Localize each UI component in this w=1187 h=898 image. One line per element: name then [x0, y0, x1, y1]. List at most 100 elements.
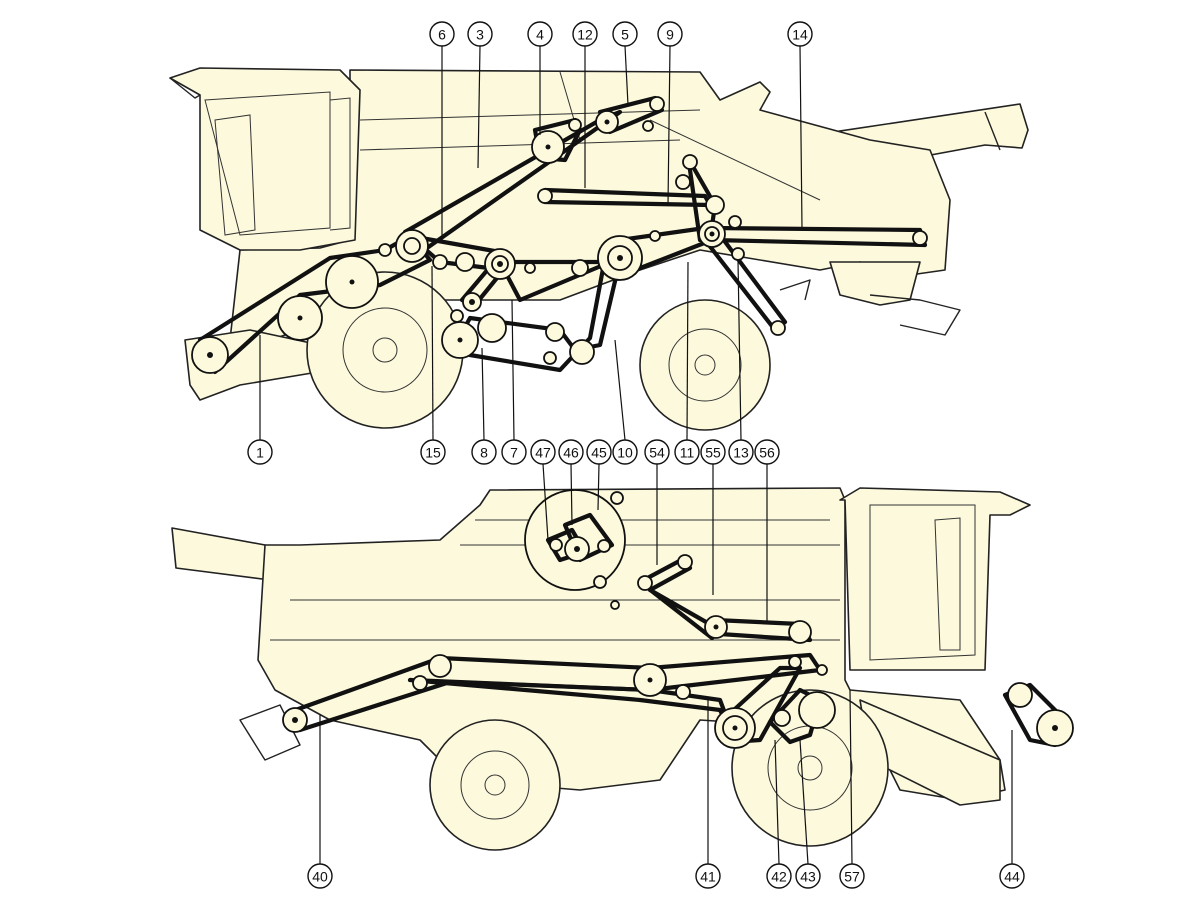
callout-number-13: 13	[733, 445, 749, 461]
callout-11: 11	[674, 261, 700, 465]
callout-circle-14	[787, 21, 813, 47]
callout-10: 10	[612, 339, 638, 465]
callout-number-43: 43	[800, 869, 816, 885]
rear-wheel-bottom	[429, 719, 561, 851]
callout-9: 9	[657, 21, 683, 206]
callout-number-55: 55	[705, 445, 721, 461]
callout-circle-12	[572, 21, 598, 47]
callout-12: 12	[572, 21, 598, 188]
callout-number-8: 8	[480, 445, 488, 461]
callout-14: 14	[787, 21, 813, 229]
cab-bottom	[839, 487, 1031, 671]
callout-leader-10	[614, 339, 626, 441]
callout-leader-45	[597, 463, 600, 511]
rear-chopper-top	[829, 261, 921, 306]
callout-circle-55	[700, 439, 726, 465]
callout-42: 42	[766, 739, 792, 889]
callout-13: 13	[728, 259, 754, 465]
callout-55: 55	[700, 439, 726, 595]
callout-3: 3	[467, 21, 493, 169]
callout-circle-11	[674, 439, 700, 465]
callout-40: 40	[307, 715, 333, 889]
callout-number-15: 15	[425, 445, 441, 461]
callout-15: 15	[420, 265, 446, 465]
callout-number-3: 3	[476, 27, 484, 43]
callout-number-57: 57	[844, 869, 860, 885]
callout-circle-40	[307, 863, 333, 889]
callout-5: 5	[612, 21, 638, 106]
callout-circle-47	[530, 439, 556, 465]
callout-leader-46	[570, 463, 573, 526]
callout-6: 6	[429, 21, 455, 238]
callout-circle-5	[612, 21, 638, 47]
callout-number-1: 1	[256, 445, 264, 461]
callout-number-45: 45	[591, 445, 607, 461]
callout-circle-54	[644, 439, 670, 465]
callout-47: 47	[530, 439, 556, 541]
callout-41: 41	[695, 700, 721, 889]
callout-circle-3	[467, 21, 493, 47]
callout-circle-9	[657, 21, 683, 47]
callout-circle-6	[429, 21, 455, 47]
callout-45: 45	[586, 439, 612, 511]
callout-number-47: 47	[535, 445, 551, 461]
front-wheel-bottom	[731, 689, 889, 847]
callout-number-40: 40	[312, 869, 328, 885]
callout-number-56: 56	[759, 445, 775, 461]
callout-57: 57	[839, 689, 865, 889]
callout-56: 56	[754, 439, 780, 622]
rear-wheel-top	[639, 299, 771, 431]
callout-8: 8	[471, 347, 497, 465]
callout-leader-15	[431, 265, 434, 441]
callout-54: 54	[644, 439, 670, 565]
callout-circle-13	[728, 439, 754, 465]
callout-leader-43	[799, 739, 809, 865]
callout-number-42: 42	[771, 869, 787, 885]
callout-leader-3	[477, 45, 481, 169]
callout-leader-42	[774, 739, 780, 865]
callout-circle-7	[501, 439, 527, 465]
callout-circle-44	[999, 863, 1025, 889]
callout-circle-43	[795, 863, 821, 889]
callout-1: 1	[247, 335, 273, 465]
callout-circle-57	[839, 863, 865, 889]
cab-top	[169, 67, 361, 251]
callout-number-10: 10	[617, 445, 633, 461]
callout-leader-47	[542, 463, 549, 541]
pulleys-bottom	[282, 491, 1074, 749]
callout-circle-8	[471, 439, 497, 465]
callout-4: 4	[527, 21, 553, 135]
callout-number-46: 46	[563, 445, 579, 461]
callout-circle-45	[586, 439, 612, 465]
callout-circle-4	[527, 21, 553, 47]
callout-circle-10	[612, 439, 638, 465]
callout-number-14: 14	[792, 27, 808, 43]
pulleys-top	[191, 96, 928, 374]
callout-number-4: 4	[536, 27, 544, 43]
callout-number-7: 7	[510, 445, 518, 461]
callout-leader-9	[667, 45, 671, 206]
callout-number-9: 9	[666, 27, 674, 43]
callout-43: 43	[795, 739, 821, 889]
callout-number-11: 11	[680, 445, 695, 461]
callout-leader-11	[686, 261, 689, 441]
callout-leader-13	[737, 259, 742, 441]
callout-circle-56	[754, 439, 780, 465]
callout-circle-46	[558, 439, 584, 465]
callout-leader-57	[849, 689, 853, 865]
callout-number-12: 12	[577, 27, 593, 43]
callout-number-5: 5	[621, 27, 629, 43]
belt-1	[197, 233, 433, 375]
callout-circle-15	[420, 439, 446, 465]
callout-number-44: 44	[1004, 869, 1020, 885]
callout-number-41: 41	[700, 869, 716, 885]
callout-number-54: 54	[649, 445, 665, 461]
callout-leader-5	[624, 45, 629, 106]
callout-circle-41	[695, 863, 721, 889]
callout-circle-1	[247, 439, 273, 465]
callout-circle-42	[766, 863, 792, 889]
callout-7: 7	[501, 299, 527, 465]
